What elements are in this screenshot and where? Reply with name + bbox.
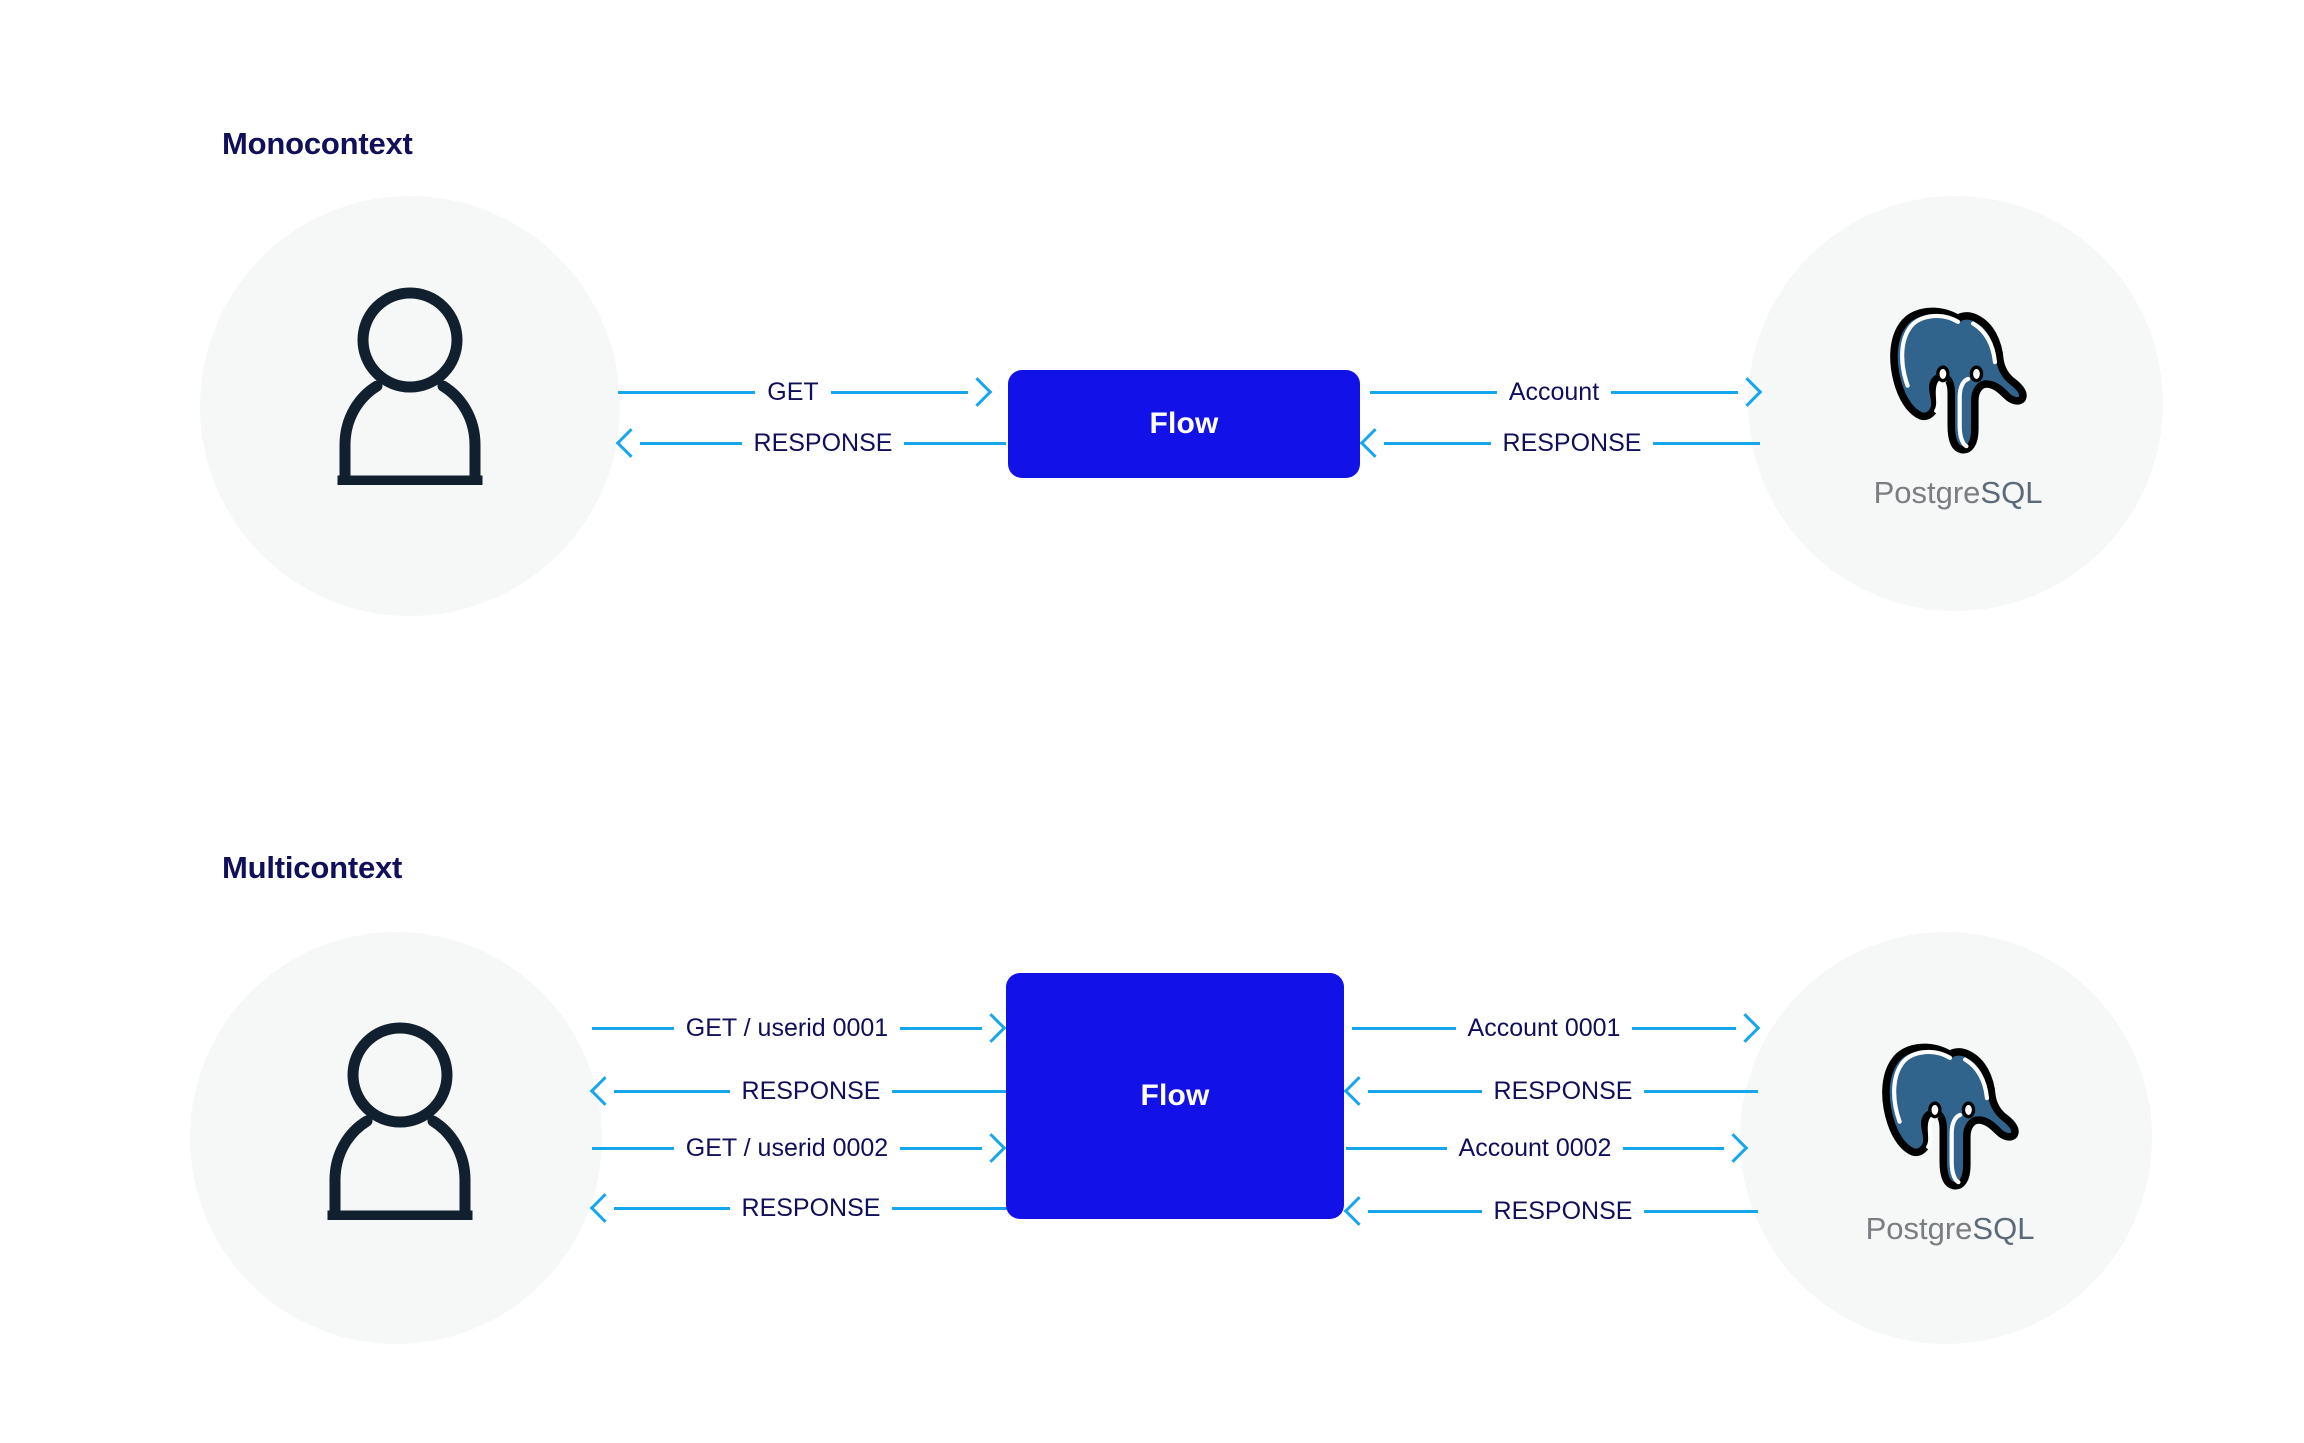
- arrow-line: [1346, 1146, 1447, 1150]
- arrowhead-left-icon: [1362, 432, 1384, 454]
- flow-arrow-get-userid-0001: GET / userid 0001: [592, 1008, 1004, 1048]
- flow-label: RESPONSE: [741, 1076, 881, 1105]
- arrow-line: [900, 1146, 982, 1150]
- arrowhead-right-icon: [982, 1017, 1004, 1039]
- arrowhead-left-icon: [1346, 1080, 1368, 1102]
- flow-arrow-response: RESPONSE: [618, 423, 1006, 463]
- flow-box-label: Flow: [1149, 407, 1219, 440]
- arrow-line: [614, 1206, 730, 1210]
- arrow-line: [1644, 1089, 1758, 1093]
- arrowhead-right-icon: [968, 381, 990, 403]
- user-icon: [337, 287, 483, 485]
- flow-label: Account 0002: [1458, 1133, 1612, 1162]
- arrow-line: [892, 1206, 1008, 1210]
- flow-label: RESPONSE: [753, 428, 893, 457]
- flow-arrow-get-userid-0002: GET / userid 0002: [592, 1128, 1004, 1168]
- flow-label: RESPONSE: [741, 1193, 881, 1222]
- arrowhead-right-icon: [1738, 381, 1760, 403]
- flow-box-multicontext[interactable]: Flow: [1006, 973, 1344, 1219]
- flow-arrow-response: RESPONSE: [1346, 1071, 1758, 1111]
- flow-box-monocontext[interactable]: Flow: [1008, 370, 1360, 478]
- arrow-line: [1370, 390, 1497, 394]
- arrow-line: [1632, 1026, 1736, 1030]
- postgresql-wordmark: PostgreSQL: [1873, 475, 2042, 510]
- postgresql-logo: PostgreSQL: [1822, 1036, 2077, 1250]
- arrow-line: [1352, 1026, 1456, 1030]
- user-node-monocontext: [200, 196, 620, 616]
- arrow-line: [1653, 441, 1760, 445]
- arrow-line: [900, 1026, 982, 1030]
- flow-arrow-response: RESPONSE: [592, 1188, 1008, 1228]
- arrowhead-right-icon: [1724, 1137, 1746, 1159]
- flow-arrow-account: Account: [1370, 372, 1760, 412]
- flow-label: GET / userid 0001: [685, 1013, 889, 1042]
- arrow-line: [640, 441, 742, 445]
- flow-arrow-response: RESPONSE: [592, 1071, 1008, 1111]
- flow-arrow-response: RESPONSE: [1346, 1191, 1758, 1231]
- arrow-line: [1623, 1146, 1724, 1150]
- arrowhead-left-icon: [592, 1197, 614, 1219]
- postgresql-wordmark: PostgreSQL: [1865, 1211, 2034, 1246]
- arrow-line: [1368, 1209, 1482, 1213]
- arrow-line: [1644, 1209, 1758, 1213]
- flow-arrow-account-0001: Account 0001: [1352, 1008, 1758, 1048]
- svg-text:PostgreSQL: PostgreSQL: [1873, 475, 2042, 510]
- user-icon: [327, 1022, 473, 1220]
- arrowhead-right-icon: [982, 1137, 1004, 1159]
- arrowhead-left-icon: [592, 1080, 614, 1102]
- arrow-line: [618, 390, 756, 394]
- flow-label: GET / userid 0002: [685, 1133, 889, 1162]
- flow-arrow-response: RESPONSE: [1362, 423, 1760, 463]
- flow-arrow-account-0002: Account 0002: [1346, 1128, 1746, 1168]
- flow-label: RESPONSE: [1502, 428, 1642, 457]
- arrow-line: [830, 390, 968, 394]
- flow-label: RESPONSE: [1493, 1196, 1633, 1225]
- arrow-line: [614, 1089, 730, 1093]
- flow-label: Account 0001: [1467, 1013, 1621, 1042]
- arrow-line: [592, 1026, 674, 1030]
- arrow-line: [1384, 441, 1491, 445]
- section-title-monocontext: Monocontext: [222, 126, 413, 161]
- arrowhead-left-icon: [618, 432, 640, 454]
- section-title-multicontext: Multicontext: [222, 850, 403, 885]
- flow-label: RESPONSE: [1493, 1076, 1633, 1105]
- svg-text:PostgreSQL: PostgreSQL: [1865, 1211, 2034, 1246]
- arrow-line: [892, 1089, 1008, 1093]
- arrowhead-left-icon: [1346, 1200, 1368, 1222]
- flow-label: GET: [767, 377, 819, 406]
- arrow-line: [1611, 390, 1738, 394]
- flow-box-label: Flow: [1140, 1079, 1210, 1112]
- postgresql-elephant-icon: [1881, 1043, 2019, 1190]
- flow-label: Account: [1508, 377, 1600, 406]
- user-node-multicontext: [190, 932, 602, 1344]
- arrowhead-right-icon: [1736, 1017, 1758, 1039]
- postgresql-elephant-icon: [1889, 307, 2027, 454]
- arrow-line: [592, 1146, 674, 1150]
- arrow-line: [1368, 1089, 1482, 1093]
- arrow-line: [904, 441, 1006, 445]
- flow-arrow-get: GET: [618, 372, 990, 412]
- postgresql-logo: PostgreSQL: [1830, 300, 2085, 514]
